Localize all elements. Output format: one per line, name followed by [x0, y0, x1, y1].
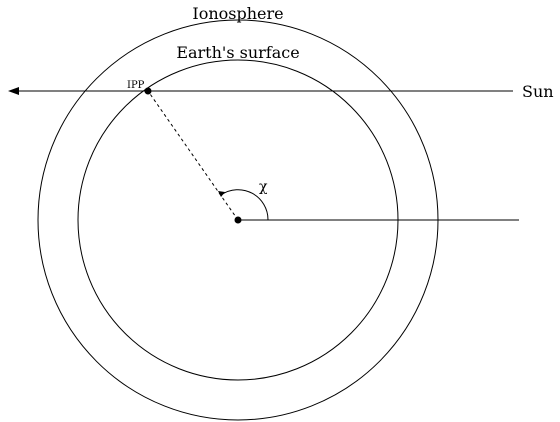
angle-arc [220, 189, 269, 221]
center-point [234, 216, 242, 224]
arrow-left-icon [8, 87, 19, 95]
earth-surface-label: Earth's surface [176, 43, 299, 62]
angle-arc-arrowhead [218, 191, 225, 197]
ionosphere-label: Ionosphere [192, 4, 283, 23]
ipp-label: IPP [127, 80, 145, 91]
ipp-radial-dashed-line [147, 90, 239, 221]
angle-label: χ [259, 179, 268, 195]
sun-label: Sun [522, 82, 554, 101]
ipp-point [144, 87, 152, 95]
